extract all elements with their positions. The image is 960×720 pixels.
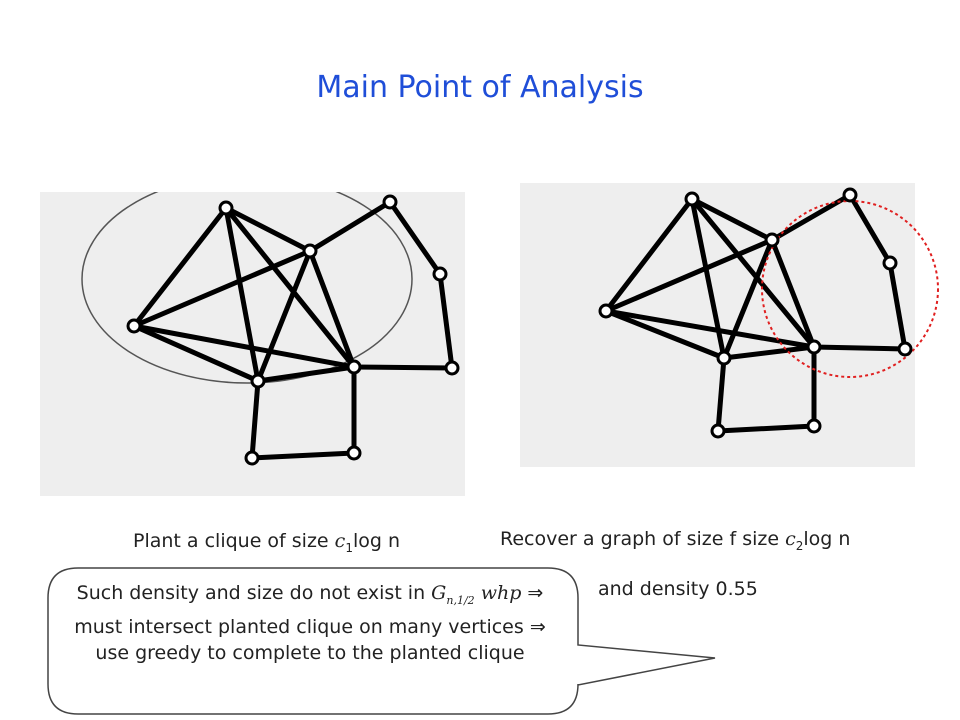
slide-title: Main Point of Analysis [316, 70, 644, 105]
vertex [882, 255, 898, 271]
vertex [842, 187, 858, 203]
vertex [684, 191, 700, 207]
implies-icon: ⇒ [527, 582, 544, 604]
vertex [432, 266, 448, 282]
left-caption-math: c [334, 530, 346, 552]
vertex [126, 318, 142, 334]
callout-shape [47, 567, 716, 715]
left-caption-suffix: log n [352, 530, 401, 552]
right-caption-sub: 2 [795, 538, 804, 553]
left-caption: Plant a clique of size c1log n [133, 530, 400, 555]
planted-clique-graph [40, 192, 465, 496]
vertex [444, 360, 460, 376]
vertex [806, 418, 822, 434]
vertex [716, 350, 732, 366]
right-caption-suffix: log n [803, 528, 851, 550]
callout-math-g-sub: n,1/2 [446, 593, 475, 607]
vertex [302, 243, 318, 259]
vertex [897, 341, 913, 357]
vertex [346, 359, 362, 375]
vertex [250, 373, 266, 389]
left-edges [131, 199, 455, 461]
callout-text-3: use greedy to complete to the planted cl… [95, 641, 525, 664]
right-edges [603, 192, 908, 434]
right-caption-line2: and density 0.55 [598, 578, 758, 600]
implies-icon: ⇒ [529, 615, 546, 638]
callout-text: Such density and size do not exist in Gn… [60, 580, 560, 666]
right-caption-math: c [785, 528, 796, 550]
vertex [346, 445, 362, 461]
vertex [598, 303, 614, 319]
vertex [764, 232, 780, 248]
vertex [244, 450, 260, 466]
vertex [218, 200, 234, 216]
density-text: and density 0.55 [598, 578, 758, 600]
right-vertices [598, 187, 913, 439]
vertex [710, 423, 726, 439]
left-caption-text: Plant a clique of size [133, 530, 335, 552]
callout-text-2: must intersect planted clique on many ve… [74, 615, 530, 638]
right-caption: Recover a graph of size f size c2log n [500, 528, 850, 553]
clique-ellipse [81, 192, 413, 384]
callout-text-1: Such density and size do not exist in [76, 582, 432, 604]
left-caption-sub: 1 [345, 540, 353, 555]
callout-math-whp: whp [480, 582, 522, 604]
left-vertices [126, 194, 460, 466]
callout-bubble [47, 567, 716, 715]
right-caption-text: Recover a graph of size f size [500, 528, 786, 550]
vertex [382, 194, 398, 210]
callout-math-g: G [431, 582, 447, 604]
vertex [806, 339, 822, 355]
recovered-graph [520, 183, 939, 467]
